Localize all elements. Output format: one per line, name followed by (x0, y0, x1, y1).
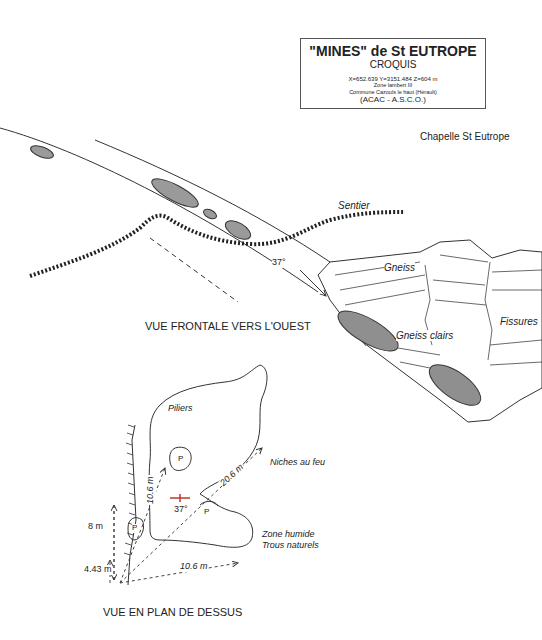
rock-label: Gneiss (384, 262, 415, 273)
note-label: Niches au feu (270, 458, 325, 468)
title-info: (ACAC - A.S.C.O.) (307, 95, 479, 104)
dimension: 4.43 m (84, 565, 112, 575)
title-info: Commune Cazouls le haut (Hérault) (307, 89, 479, 95)
part-label: Piliers (168, 404, 193, 414)
view-title: VUE EN PLAN DE DESSUS (103, 606, 242, 618)
place-name: Chapelle St Eutrope (420, 131, 510, 142)
pillar-mark: P (178, 455, 183, 464)
dimension: 8 m (88, 522, 103, 532)
title-box: "MINES" de St EUTROPECROQUIS X=652.639 Y=… (300, 38, 486, 109)
dimension: 20.6 m (218, 462, 246, 489)
pillar-mark: P (204, 508, 209, 517)
angle-label: 37° (272, 258, 286, 268)
note-label: Trous naturels (262, 541, 319, 551)
dimension: 10.6 m (180, 562, 208, 572)
title-text: "MINES" de St EUTROPE (307, 43, 479, 59)
rock-label: Fissures (500, 316, 538, 327)
rock-label: Gneiss clairs (396, 330, 453, 341)
title-info: X=652.639 Y=3151.484 Z=604 m (307, 76, 479, 83)
pillar-mark: P (132, 524, 137, 533)
view-title: VUE FRONTALE VERS L'OUEST (145, 320, 311, 332)
path-label: Sentier (338, 200, 370, 211)
title-info: CROQUIS (307, 59, 479, 71)
note-label: Zone humide (262, 530, 315, 540)
title-info: Zone lambert III (307, 82, 479, 88)
dimension: 10.6 m (146, 475, 156, 505)
angle-label: 37° (174, 505, 188, 515)
